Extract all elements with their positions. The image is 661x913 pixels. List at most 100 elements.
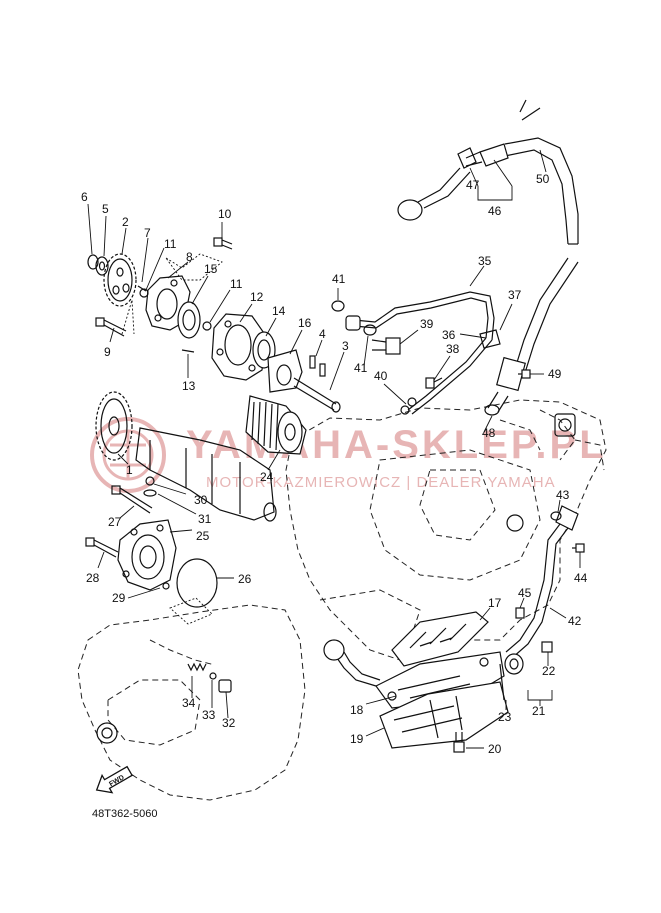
drawing-code: 48T362-5060	[92, 808, 157, 820]
callout-24: 24	[260, 470, 274, 484]
callout-49: 49	[548, 367, 562, 381]
callout-17: 17	[488, 596, 502, 610]
bolt-44-part	[572, 543, 585, 553]
callout-11: 11	[164, 237, 177, 251]
callout-22: 22	[542, 664, 556, 678]
washer-part	[95, 256, 109, 276]
pin-13-part	[181, 349, 195, 353]
hose-fitting-47	[397, 143, 509, 221]
bolt-left-part	[95, 317, 127, 337]
callout-47: 47	[466, 178, 480, 192]
crankcase-outline	[285, 399, 607, 661]
callout-30: 30	[194, 493, 208, 507]
bolt-28-part	[85, 537, 119, 558]
callout-23: 23	[498, 710, 512, 724]
oring-29-part	[162, 582, 170, 590]
bolt-45-part	[515, 607, 525, 619]
oil-line-37	[487, 257, 579, 413]
clamp-36-part	[479, 329, 501, 349]
circlip-part	[87, 254, 99, 270]
callout-5: 5	[102, 202, 109, 216]
oring-small-part	[139, 288, 149, 298]
callout-18: 18	[350, 703, 364, 717]
callout-1: 1	[126, 463, 133, 477]
callout-4: 4	[319, 327, 326, 341]
washer-30-part	[145, 476, 155, 486]
callout-10: 10	[218, 207, 232, 221]
washer-41-top-part	[331, 300, 345, 312]
filter-cover-assembly	[117, 519, 177, 591]
dowel-pins-part	[309, 355, 326, 377]
bolt-38-part	[425, 377, 443, 389]
bolt-23-part	[499, 663, 505, 701]
callout-labels: 6 5 2 7 11 8 10 15 11 12 14 16 4 3 9 13 …	[81, 172, 588, 756]
callout-39: 39	[420, 317, 434, 331]
watermark-subtext: MOTOR-KAZMIEROWICZ | DEALER YAMAHA	[206, 474, 556, 491]
oring-31-part	[143, 489, 157, 497]
callout-8: 8	[186, 250, 193, 264]
callout-16: 16	[298, 316, 312, 330]
callout-33: 33	[202, 708, 216, 722]
callout-19: 19	[350, 732, 364, 746]
callout-45: 45	[518, 586, 532, 600]
callout-37: 37	[508, 288, 522, 302]
callout-14: 14	[272, 304, 286, 318]
pump-cover-part	[267, 349, 303, 393]
callout-50: 50	[536, 172, 550, 186]
callout-9: 9	[104, 345, 111, 359]
pump-body-part	[211, 313, 267, 381]
pump-shaft-part	[293, 377, 341, 413]
callout-26: 26	[238, 572, 252, 586]
rotor-part	[177, 301, 201, 339]
callout-6: 6	[81, 190, 88, 204]
oil-filter-part	[245, 395, 307, 455]
callout-11b: 11	[230, 277, 243, 291]
washer-41-low-part	[363, 324, 377, 336]
callout-35: 35	[478, 254, 492, 268]
callout-7: 7	[144, 226, 151, 240]
crankshaft-gear-assembly	[95, 391, 277, 522]
callout-46: 46	[488, 204, 502, 218]
callout-34: 34	[182, 696, 196, 710]
callout-42: 42	[568, 614, 582, 628]
oil-pipe-35	[345, 291, 495, 415]
side-cover-outline	[77, 604, 306, 801]
washer-48-part	[484, 404, 500, 416]
screw-top-part	[213, 237, 233, 250]
callout-3: 3	[342, 339, 349, 353]
callout-27: 27	[108, 515, 122, 529]
washers-40-part	[400, 397, 417, 415]
leader-lines	[87, 149, 581, 749]
callout-21: 21	[532, 704, 546, 718]
oil-pump-assembly	[87, 237, 341, 413]
union-bolt-39-part	[371, 337, 401, 355]
oil-pipe-42	[505, 505, 579, 659]
pin-part	[137, 285, 147, 292]
callout-41: 41	[332, 272, 346, 286]
strainer-17-part	[391, 611, 489, 667]
callout-44: 44	[574, 571, 588, 585]
washer-43-part	[550, 511, 562, 521]
union-bolt-22-part	[541, 641, 553, 653]
callout-13: 13	[182, 379, 196, 393]
relief-valve-parts	[187, 662, 232, 693]
callout-36: 36	[442, 328, 456, 342]
fwd-arrow-icon: FWD	[95, 765, 133, 794]
callout-2: 2	[122, 215, 129, 229]
oil-pipe-left-part	[323, 639, 381, 687]
callout-31: 31	[198, 512, 212, 526]
pump-gear-part	[103, 253, 137, 307]
callout-28: 28	[86, 571, 100, 585]
callout-25: 25	[196, 529, 210, 543]
callout-32: 32	[222, 716, 236, 730]
callout-12: 12	[250, 290, 264, 304]
callout-48: 48	[482, 426, 496, 440]
callout-15: 15	[204, 262, 218, 276]
oring-large-part	[176, 558, 218, 608]
watermark-logo-icon	[90, 417, 166, 493]
union-21-part	[504, 653, 524, 675]
callout-20: 20	[488, 742, 502, 756]
callout-41b: 41	[354, 361, 368, 375]
oil-hose-50	[504, 99, 579, 245]
